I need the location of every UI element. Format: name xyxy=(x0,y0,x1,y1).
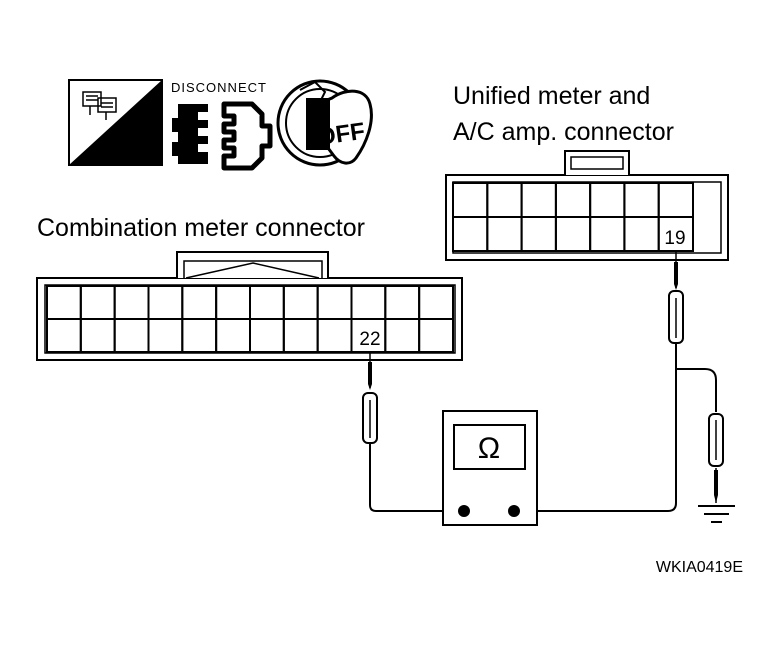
meter-terminal-right xyxy=(508,505,520,517)
combination-connector-cavity xyxy=(79,318,116,353)
key-off-label: OFF xyxy=(315,118,366,151)
combination-connector-cavity xyxy=(316,318,353,353)
unified-connector-cavity xyxy=(520,216,557,252)
hs-icon: H.S. xyxy=(68,79,163,166)
combination-pin-label: 22 xyxy=(359,329,380,350)
unified-connector-cavity xyxy=(452,182,489,218)
combination-connector-cavity xyxy=(418,285,455,320)
probe-pin-22 xyxy=(362,352,464,512)
combination-connector-cavity xyxy=(181,318,218,353)
combination-connector-cavity xyxy=(147,285,184,320)
unified-connector-cavity xyxy=(520,182,557,218)
combination-meter-connector xyxy=(36,251,463,361)
combination-connector-cavity xyxy=(215,318,251,353)
unified-connector-cavity xyxy=(589,216,626,252)
combination-connector-cavity xyxy=(181,285,218,320)
combination-connector-cavity xyxy=(46,285,82,320)
combination-connector-cavity xyxy=(384,318,421,353)
ground-symbol xyxy=(698,505,735,523)
unified-connector-cavity xyxy=(486,182,523,218)
combination-connector-cavity xyxy=(113,285,150,320)
combination-connector-title: Combination meter connector xyxy=(37,214,365,242)
combination-connector-cavity xyxy=(350,285,387,320)
combination-connector-cavity xyxy=(249,285,285,320)
probe-pin-19 xyxy=(514,252,684,512)
combination-connector-cavity xyxy=(282,318,319,353)
unified-connector-cavity xyxy=(657,182,695,218)
disconnect-label: DISCONNECT xyxy=(171,80,267,95)
ground-probe xyxy=(676,368,724,503)
unified-pin-label: 19 xyxy=(664,228,685,249)
combination-connector-cavity xyxy=(418,318,455,353)
unified-connector-cavity xyxy=(623,182,660,218)
ignition-off-icon: OFF xyxy=(276,79,373,167)
disconnect-icon: DISCONNECT xyxy=(171,80,273,171)
unified-connector-cavity xyxy=(657,216,695,252)
unified-connector-cavity xyxy=(623,216,660,252)
unified-connector-cavity xyxy=(554,216,592,252)
combination-connector-cavity xyxy=(249,318,285,353)
unified-connector-title-line2: A/C amp. connector xyxy=(453,118,674,146)
unified-connector-cavity xyxy=(554,182,592,218)
ohm-symbol: Ω xyxy=(478,432,500,465)
combination-connector-cavity xyxy=(46,318,82,353)
meter-terminal-left xyxy=(458,505,470,517)
unified-connector-cavity xyxy=(589,182,626,218)
combination-connector-cavity xyxy=(215,285,251,320)
combination-connector-cavity xyxy=(384,285,421,320)
combination-connector-cavity xyxy=(79,285,116,320)
combination-connector-cavity xyxy=(113,318,150,353)
hs-label: H.S. xyxy=(104,143,143,165)
unified-meter-connector xyxy=(445,150,729,261)
unified-connector-cavity xyxy=(486,216,523,252)
combination-connector-cavity xyxy=(282,285,319,320)
figure-id: WKIA0419E xyxy=(656,559,743,576)
combination-connector-cavity xyxy=(147,318,184,353)
ohmmeter: Ω xyxy=(442,410,538,526)
unified-connector-cavity xyxy=(452,216,489,252)
combination-connector-cavity xyxy=(316,285,353,320)
unified-connector-title-line1: Unified meter and xyxy=(453,82,650,110)
